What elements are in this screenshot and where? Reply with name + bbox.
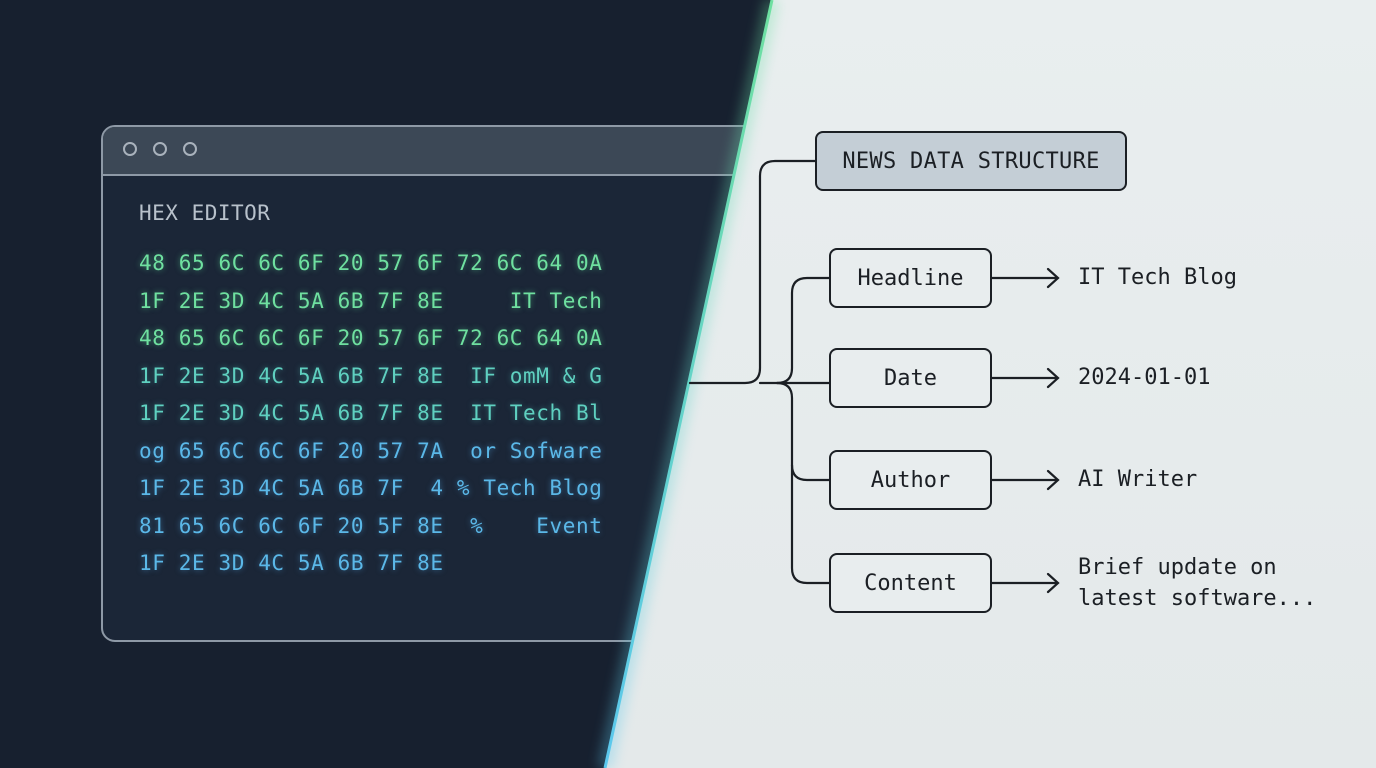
field-node-content[interactable]: Content [829,553,992,613]
arrow-date-icon [989,367,1060,389]
hex-row: 1F 2E 3D 4C 5A 6B 7F 8E IT Tech [139,288,603,313]
arrow-content-icon [989,572,1060,594]
arrow-author-icon [989,469,1060,491]
hex-row: og 65 6C 6C 6F 20 57 7A or Sofware [139,438,603,463]
window-control-minimize-icon[interactable] [153,142,167,156]
hex-row: 81 65 6C 6C 6F 20 5F 8E % Event [139,513,603,538]
field-node-headline[interactable]: Headline [829,248,992,308]
window-titlebar [103,127,772,176]
divider-line [603,0,774,768]
hex-row: 1F 2E 3D 4C 5A 6B 7F 8E IF omM & G [139,363,603,388]
hex-editor-title: HEX EDITOR [139,201,271,225]
field-value-content: Brief update on latest software... [1078,555,1317,611]
hex-row: 48 65 6C 6C 6F 20 57 6F 72 6C 64 0A [139,251,603,275]
arrow-headline-icon [989,267,1060,289]
hex-row: 1F 2E 3D 4C 5A 6B 7F 8E [139,551,444,575]
window-control-close-icon[interactable] [123,142,137,156]
field-value-date: 2024-01-01 [1078,365,1211,390]
connector-root [688,159,817,385]
field-node-date[interactable]: Date [829,348,992,408]
connector-author [775,381,832,482]
hex-row: 48 65 6C 6C 6F 20 57 6F 72 6C 64 0A [139,326,603,350]
field-node-author[interactable]: Author [829,450,992,510]
connector-content [790,463,832,585]
field-value-author: AI Writer [1078,467,1198,492]
arrows [989,267,1060,594]
hex-row: 1F 2E 3D 4C 5A 6B 7F 4 % Tech Blog [139,476,603,500]
root-node[interactable]: NEWS DATA STRUCTURE [815,131,1127,191]
hex-row: 1F 2E 3D 4C 5A 6B 7F 8E IT Tech Bl [139,401,603,425]
window-control-maximize-icon[interactable] [183,142,197,156]
connector-headline [758,276,832,385]
field-value-headline: IT Tech Blog [1078,265,1237,290]
